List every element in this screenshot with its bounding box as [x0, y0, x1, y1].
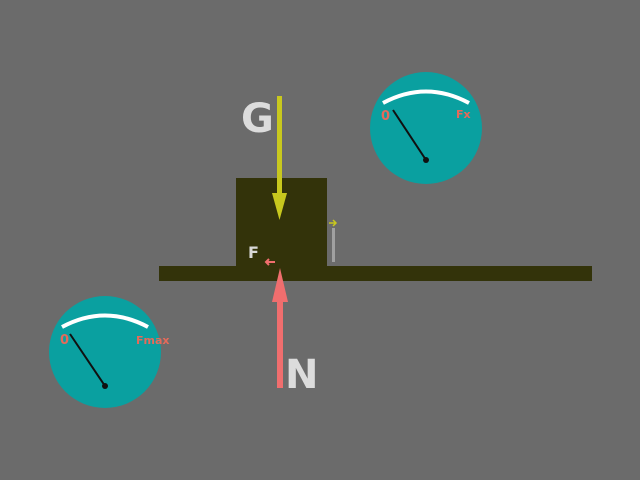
pressure-gauge-arc: [382, 89, 470, 105]
normal-force-arrow: [272, 268, 288, 388]
gravity-label: G: [241, 96, 274, 142]
pressure-gauge-zero: 0: [381, 109, 390, 124]
pressure-gauge: 0 Fx: [370, 72, 482, 184]
normal-force-label: N: [285, 352, 318, 398]
small-right-arrow-icon: [329, 219, 338, 227]
pressure-gauge-needle: [392, 109, 427, 161]
friction-label: F: [248, 243, 259, 262]
friction-gauge: 0 Fmax: [49, 296, 170, 408]
pressure-gauge-max: Fx: [456, 108, 471, 121]
gravity-arrow: [272, 96, 287, 220]
block-side-mark: [332, 228, 335, 262]
friction-gauge-needle: [69, 333, 106, 387]
surface-plank: [159, 266, 592, 281]
friction-gauge-arc: [61, 313, 149, 329]
friction-gauge-max: Fmax: [136, 334, 170, 347]
friction-gauge-zero: 0: [60, 333, 69, 348]
friction-arrow-icon: [264, 258, 275, 266]
